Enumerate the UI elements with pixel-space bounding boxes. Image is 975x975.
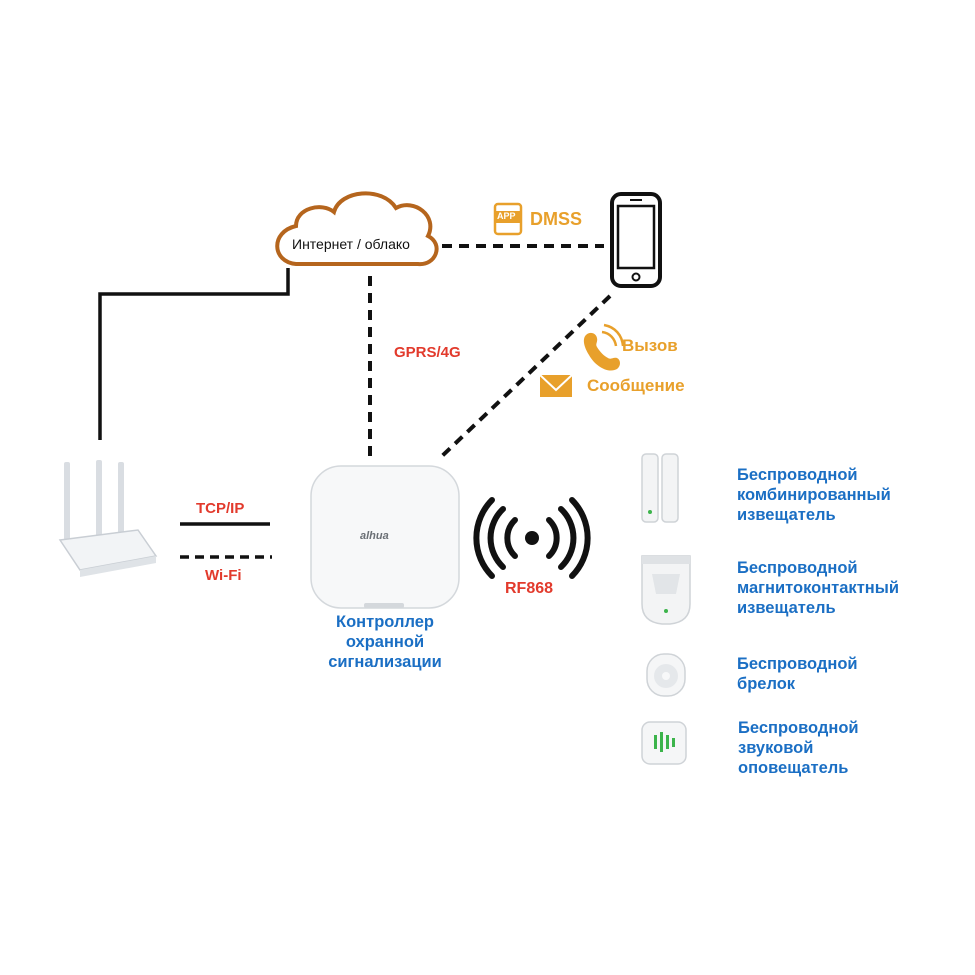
device-label-line: Беспроводной	[738, 719, 859, 737]
rf-label: RF868	[505, 580, 554, 597]
cloud-icon	[275, 191, 439, 267]
device-label-line: звуковой	[738, 739, 814, 757]
device-label-siren: Беспроводной звуковой оповещатель	[738, 718, 859, 778]
message-label: Сообщение	[587, 376, 685, 395]
envelope-icon	[539, 374, 573, 397]
device-label-magnetic-detector: Беспроводной магнитоконтактный извещател…	[737, 558, 899, 618]
device-label-line: Беспроводной	[737, 655, 858, 673]
wifi-label: Wi-Fi	[205, 567, 242, 584]
tcp-label: TCP/IP	[196, 500, 245, 517]
device-label-line: извещатель	[737, 506, 836, 524]
device-label-line: оповещатель	[738, 759, 849, 777]
dmss-label: DMSS	[530, 209, 583, 229]
device-label-line: извещатель	[737, 599, 836, 617]
phone-call-icon	[583, 323, 625, 371]
gprs-label: GPRS/4G	[394, 344, 461, 361]
device-label-line: брелок	[737, 675, 796, 693]
cloud-router-line	[98, 268, 290, 440]
motion-detector-icon	[641, 555, 691, 625]
device-label-line: комбинированный	[737, 486, 891, 504]
cloud-label: Интернет / облако	[292, 236, 410, 252]
call-label: Вызов	[622, 336, 678, 355]
hub-brand-logo: alhua	[360, 530, 389, 542]
phone-icon	[610, 192, 662, 288]
app-badge-icon	[493, 202, 523, 236]
device-label-combined-detector: Беспроводной комбинированный извещатель	[737, 465, 891, 525]
hub-caption: Контроллер охранной сигнализации	[300, 612, 470, 672]
device-label-key-fob: Беспроводной брелок	[737, 654, 858, 694]
hub-caption-line: Контроллер	[336, 613, 434, 631]
hub-icon	[310, 465, 460, 609]
hub-caption-line: сигнализации	[328, 653, 442, 671]
key-fob-icon	[646, 653, 686, 697]
siren-icon	[641, 721, 687, 765]
hub-caption-line: охранной	[345, 633, 425, 651]
device-label-line: магнитоконтактный	[737, 579, 899, 597]
app-badge-text: APP	[497, 211, 516, 221]
door-contact-sensor-icon	[641, 453, 679, 523]
device-label-line: Беспроводной	[737, 466, 858, 484]
router-icon	[58, 460, 158, 577]
rf-wave-icon	[473, 497, 591, 579]
device-label-line: Беспроводной	[737, 559, 858, 577]
phone-hub-dashed-line	[438, 294, 612, 460]
